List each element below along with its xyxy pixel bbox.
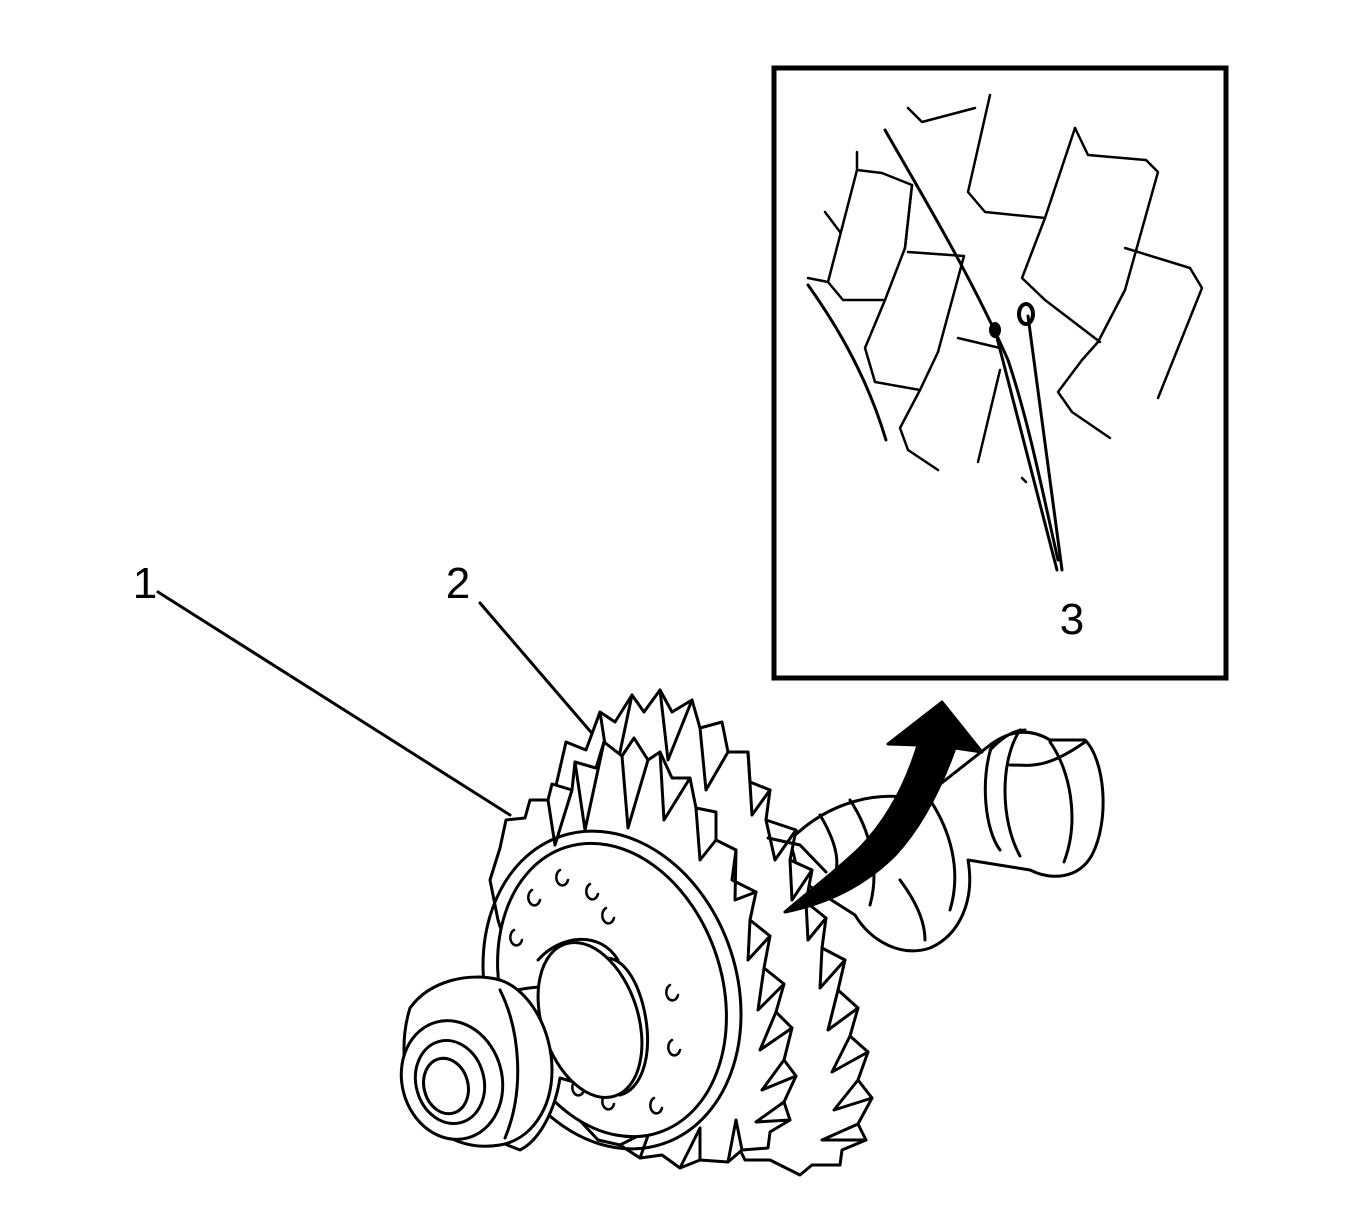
callout-1: 1	[133, 559, 157, 608]
callout-2: 2	[446, 559, 470, 608]
callout-3: 3	[1060, 595, 1084, 644]
leader-lines	[156, 590, 598, 817]
detail-inset: 3	[771, 65, 1229, 681]
detail-alignment-marks	[989, 302, 1064, 572]
front-shaft	[399, 937, 650, 1152]
detail-arc-lines	[806, 128, 1060, 562]
gear-shaft-assembly	[399, 688, 1105, 1177]
detail-gear-teeth	[806, 93, 1204, 484]
curved-arrow-icon	[783, 700, 984, 914]
